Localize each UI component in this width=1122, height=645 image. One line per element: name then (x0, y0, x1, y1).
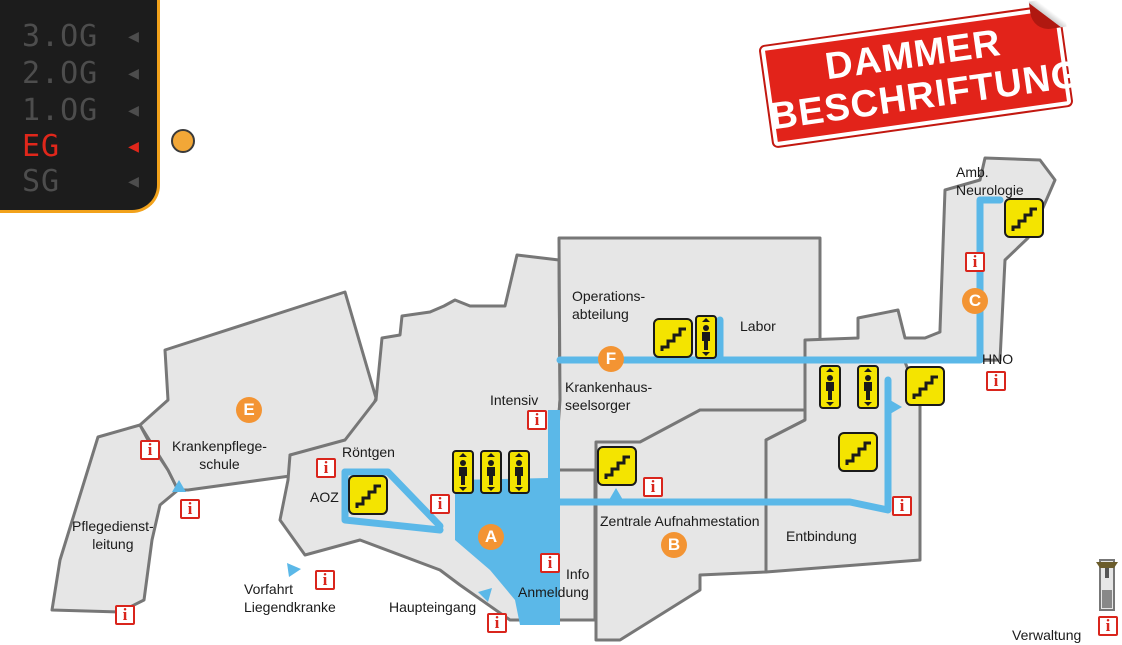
main-hall (455, 410, 560, 625)
arrow-left-icon: ◀ (128, 62, 140, 84)
info-icon[interactable]: i (430, 494, 450, 514)
floor-3og[interactable]: 3.OG ◀ (22, 18, 140, 54)
floor-2og-label: 2.OG (22, 55, 99, 91)
entrance-arrow-icon (478, 588, 492, 602)
floor-selector: 3.OG ◀ 2.OG ◀ 1.OG ◀ EG ◀ SG ◀ (0, 0, 160, 213)
info-icon[interactable]: i (892, 496, 912, 516)
floor-eg[interactable]: EG ◀ (22, 128, 140, 164)
label-roentgen: Röntgen (342, 444, 395, 460)
arrow-left-icon: ◀ (128, 99, 140, 121)
floor-1og-label: 1.OG (22, 92, 99, 128)
arrow-left-icon: ◀ (128, 170, 140, 192)
elevator-icon[interactable] (819, 365, 841, 409)
marker-e[interactable]: E (236, 397, 262, 423)
info-icon[interactable]: i (986, 371, 1006, 391)
stairs-icon[interactable] (348, 475, 388, 515)
label-seelsorger: Krankenhaus-seelsorger (565, 379, 653, 413)
label-anmeldung: Anmeldung (518, 584, 589, 600)
path-to-entbindung (544, 376, 892, 514)
label-operations: Operations-abteilung (572, 288, 646, 322)
marker-f[interactable]: F (598, 346, 624, 372)
label-entbindung: Entbindung (786, 528, 857, 544)
marker-c[interactable]: C (962, 288, 988, 314)
label-pflegeschule: Krankenpflege-schule (172, 438, 267, 472)
info-icon[interactable]: i (1098, 616, 1118, 636)
stairs-icon[interactable] (1004, 198, 1044, 238)
stairs-icon[interactable] (905, 366, 945, 406)
floor-1og[interactable]: 1.OG ◀ (22, 92, 140, 128)
info-icon[interactable]: i (316, 458, 336, 478)
label-aoz: AOZ (310, 489, 339, 505)
stairs-icon[interactable] (838, 432, 878, 472)
label-pflegedienst: Pflegedienst-leitung (72, 518, 154, 552)
elevator-icon[interactable] (452, 450, 474, 494)
label-neurologie: Amb.Neurologie (956, 164, 1024, 198)
label-labor: Labor (740, 318, 776, 334)
info-icon[interactable]: i (115, 605, 135, 625)
path-aoz-vertical (341, 468, 444, 534)
label-info: Info (566, 566, 590, 582)
info-icon[interactable]: i (965, 252, 985, 272)
entrance-arrow-icon (172, 480, 186, 492)
entrance-arrow-icon (287, 563, 301, 577)
stairs-icon[interactable] (597, 446, 637, 486)
elevator-icon[interactable] (508, 450, 530, 494)
floor-2og[interactable]: 2.OG ◀ (22, 55, 140, 91)
elevator-icon[interactable] (480, 450, 502, 494)
info-icon[interactable]: i (643, 477, 663, 497)
floor-sg-label: SG (22, 163, 61, 199)
path-to-roentgen (341, 468, 444, 530)
arrow-left-icon: ◀ (128, 25, 140, 47)
label-intensiv: Intensiv (490, 392, 539, 408)
floor-3og-label: 3.OG (22, 18, 99, 54)
label-verwaltung: Verwaltung (1012, 627, 1082, 643)
marker-a[interactable]: A (478, 524, 504, 550)
entrance-arrow-icon (609, 488, 623, 500)
entrance-arrow-icon (890, 400, 902, 414)
info-icon[interactable]: i (540, 553, 560, 573)
info-icon[interactable]: i (315, 570, 335, 590)
info-icon[interactable]: i (180, 499, 200, 519)
info-icon[interactable]: i (527, 410, 547, 430)
label-haupteingang: Haupteingang (389, 599, 477, 615)
arrow-left-icon: ◀ (128, 135, 140, 157)
label-zentrale: Zentrale Aufnahmestation (600, 513, 760, 529)
label-hno: HNO (982, 351, 1014, 367)
current-floor-indicator (171, 129, 195, 153)
floor-sg[interactable]: SG ◀ (22, 163, 140, 199)
floor-eg-label: EG (22, 128, 61, 164)
path-main-horizontal (556, 196, 1004, 364)
elevator-icon[interactable] (695, 315, 717, 359)
info-icon[interactable]: i (487, 613, 507, 633)
verwaltung-tower (1096, 559, 1118, 611)
marker-b[interactable]: B (661, 532, 687, 558)
elevator-icon[interactable] (857, 365, 879, 409)
info-icon[interactable]: i (140, 440, 160, 460)
stairs-icon[interactable] (653, 318, 693, 358)
